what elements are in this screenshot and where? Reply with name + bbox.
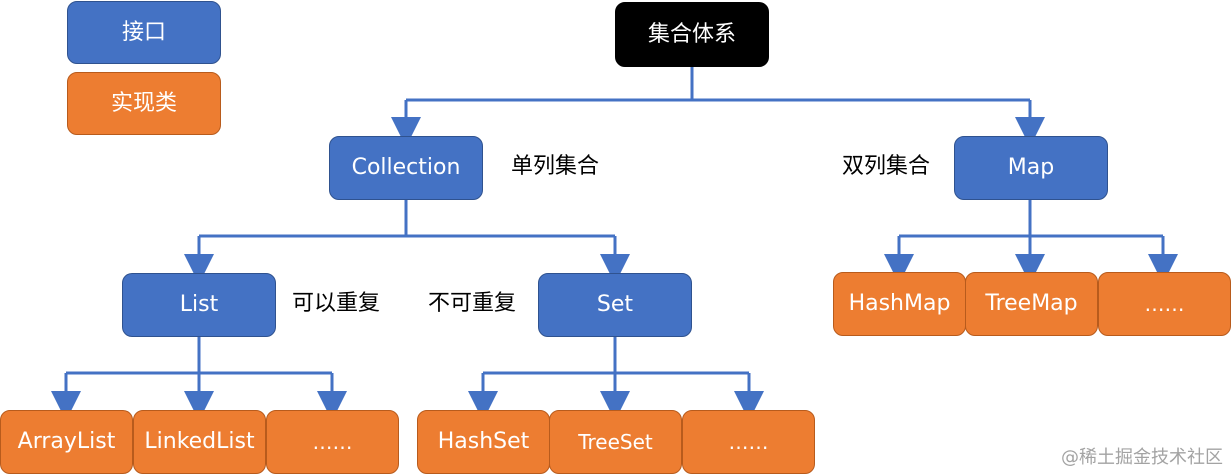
linkedlist-node-label: LinkedList bbox=[144, 429, 255, 454]
legend-interface-label: 接口 bbox=[121, 19, 166, 45]
hashmap-node: HashMap bbox=[833, 272, 966, 336]
treemap-node: TreeMap bbox=[965, 272, 1098, 336]
arraylist-node: ArrayList bbox=[0, 410, 133, 474]
list-node: List bbox=[122, 273, 276, 337]
root-node: 集合体系 bbox=[615, 2, 769, 67]
treeset-node: TreeSet bbox=[549, 410, 682, 474]
map-node: Map bbox=[954, 136, 1108, 200]
legend-implementation-label: 实现类 bbox=[110, 90, 177, 116]
set-more-node: …… bbox=[682, 410, 815, 474]
linkedlist-node: LinkedList bbox=[133, 410, 266, 474]
arraylist-node-label: ArrayList bbox=[17, 429, 116, 454]
hashset-node: HashSet bbox=[417, 410, 550, 474]
hashmap-node-label: HashMap bbox=[848, 291, 951, 316]
list-more-node-label: …… bbox=[312, 430, 353, 454]
set-note: 不可重复 bbox=[428, 291, 517, 316]
list-more-node: …… bbox=[266, 410, 399, 474]
set-more-node-label: …… bbox=[728, 430, 769, 454]
map-more-node-label: …… bbox=[1144, 292, 1185, 316]
set-node-label: Set bbox=[596, 292, 634, 317]
collection-node-label: Collection bbox=[351, 155, 461, 180]
root-node-label: 集合体系 bbox=[647, 21, 736, 47]
treeset-node-label: TreeSet bbox=[578, 430, 653, 454]
legend-interface-box: 接口 bbox=[67, 1, 221, 64]
set-node: Set bbox=[538, 273, 692, 337]
collection-note: 单列集合 bbox=[511, 154, 600, 179]
legend-implementation-box: 实现类 bbox=[67, 72, 221, 135]
map-node-label: Map bbox=[1007, 155, 1055, 180]
map-more-node: …… bbox=[1098, 272, 1231, 336]
watermark: @稀土掘金技术社区 bbox=[1061, 447, 1223, 468]
list-note: 可以重复 bbox=[292, 291, 381, 316]
list-node-label: List bbox=[179, 292, 219, 317]
collection-node: Collection bbox=[329, 136, 483, 200]
treemap-node-label: TreeMap bbox=[985, 291, 1078, 316]
map-note: 双列集合 bbox=[842, 154, 931, 179]
hashset-node-label: HashSet bbox=[437, 429, 530, 454]
